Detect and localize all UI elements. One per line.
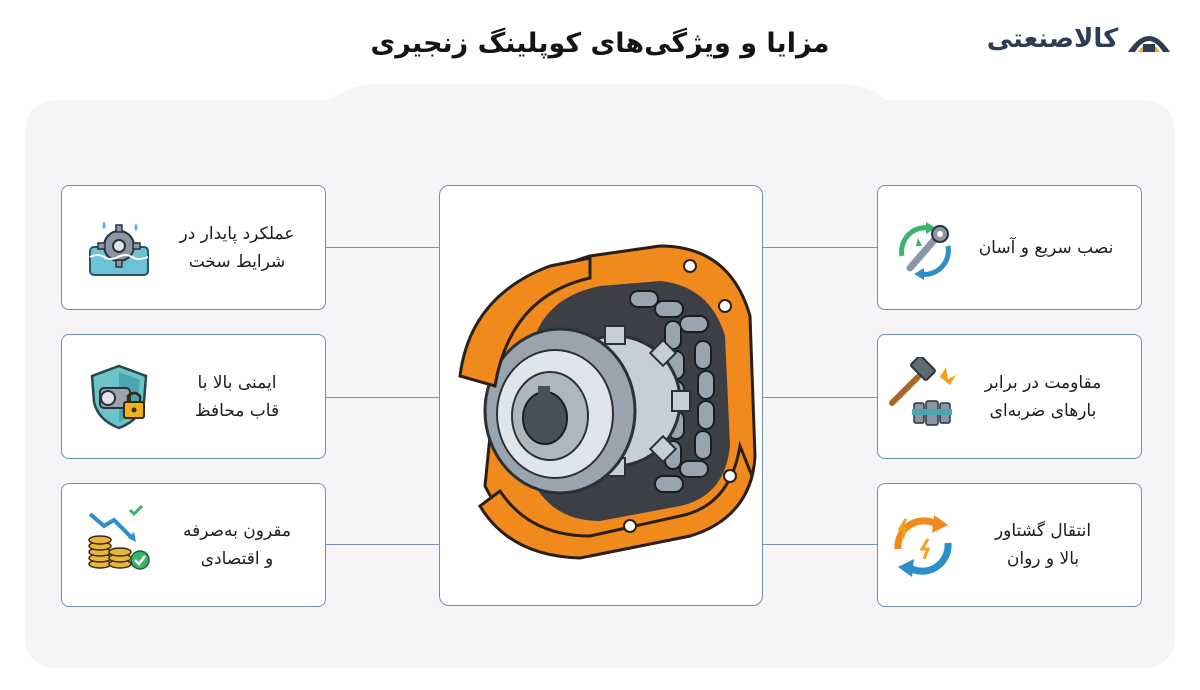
logo-mark-icon bbox=[1128, 36, 1170, 52]
feature-label: انتقال گشتاور بالا و روان bbox=[994, 521, 1092, 569]
feature-card-quick-install: نصب سریع و آسان bbox=[877, 185, 1142, 310]
torque-arrows-icon bbox=[894, 515, 952, 577]
connector-left-3 bbox=[325, 544, 439, 545]
page-title: مزایا و ویژگی‌های کوپلینگ زنجیری bbox=[370, 28, 830, 59]
feature-card-stable-performance: عملکرد پایدار در شرایط سخت bbox=[61, 185, 326, 310]
connector-left-1 bbox=[325, 247, 439, 248]
gear-in-water-icon bbox=[89, 221, 149, 276]
wrench-cycle-icon bbox=[899, 222, 951, 280]
feature-label: مقاومت در برابر بارهای ضربه‌ای bbox=[984, 373, 1102, 421]
brand-logo: کالاصنعتی bbox=[985, 20, 1180, 60]
connector-left-2 bbox=[325, 397, 439, 398]
logo-text: کالاصنعتی bbox=[986, 24, 1119, 54]
feature-label: عملکرد پایدار در شرایط سخت bbox=[179, 224, 295, 272]
feature-label: ایمنی بالا با قاب محافظ bbox=[194, 373, 280, 421]
feature-card-cost-effective: مقرون به‌صرفه و اقتصادی bbox=[61, 483, 326, 607]
chain-coupling-icon bbox=[458, 244, 757, 560]
shield-lock-icon bbox=[90, 364, 148, 430]
connector-right-1 bbox=[763, 247, 878, 248]
coins-savings-icon bbox=[88, 504, 150, 570]
hammer-impact-icon bbox=[889, 357, 956, 426]
center-image-card bbox=[439, 185, 763, 606]
feature-label: نصب سریع و آسان bbox=[978, 238, 1114, 258]
connector-right-2 bbox=[763, 397, 878, 398]
connector-right-3 bbox=[763, 544, 878, 545]
feature-card-high-safety: ایمنی بالا با قاب محافظ bbox=[61, 334, 326, 459]
feature-label: مقرون به‌صرفه و اقتصادی bbox=[182, 521, 292, 569]
feature-card-impact-resistance: مقاومت در برابر بارهای ضربه‌ای bbox=[877, 334, 1142, 459]
feature-card-torque-transmission: انتقال گشتاور بالا و روان bbox=[877, 483, 1142, 607]
